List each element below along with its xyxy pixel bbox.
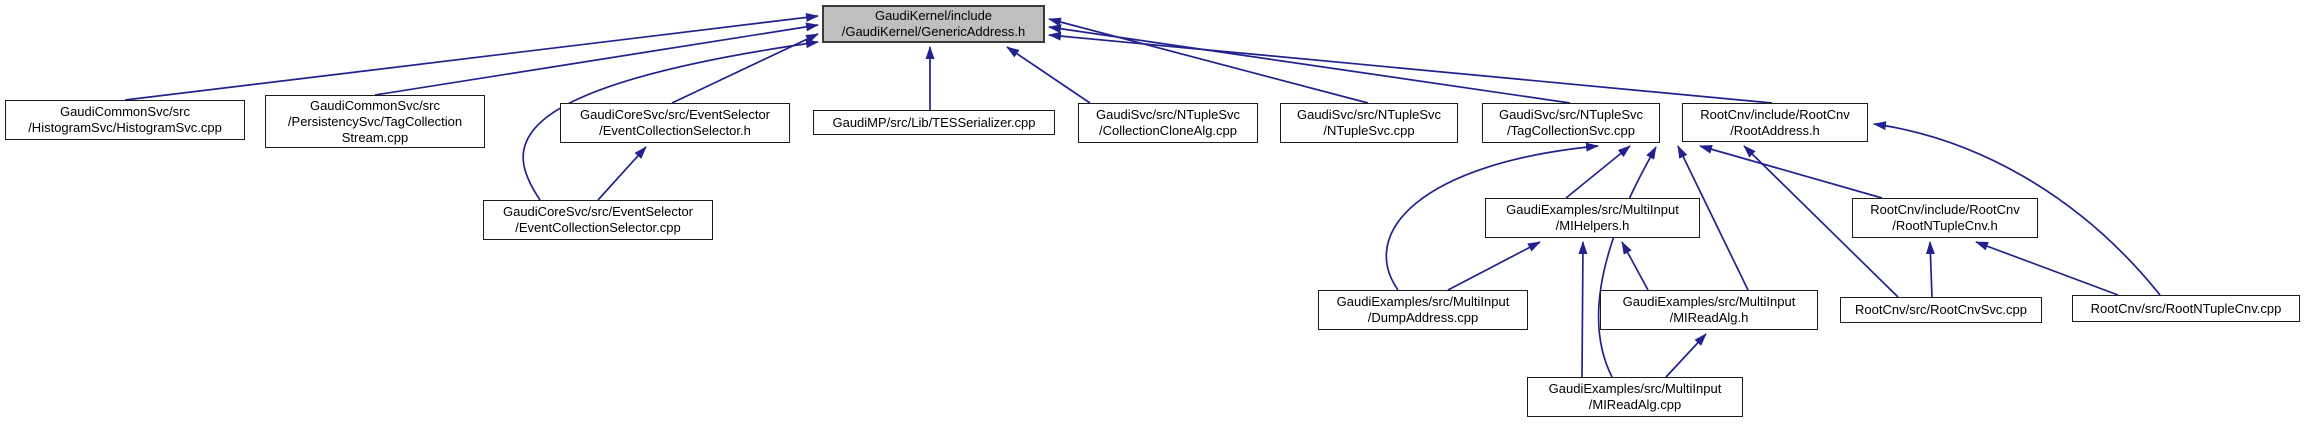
edge-mireadalg-h-to-rootaddr xyxy=(1677,145,1749,291)
node-collclone[interactable]: GaudiSvc/src/NTupleSvc/CollectionCloneAl… xyxy=(1078,103,1258,143)
node-tagcollsvc[interactable]: GaudiSvc/src/NTupleSvc/TagCollectionSvc.… xyxy=(1482,103,1660,143)
node-label-line: /MIHelpers.h xyxy=(1555,218,1630,233)
node-label-line: GaudiExamples/src/MultiInput xyxy=(1336,294,1510,309)
node-label-line: GaudiCommonSvc/src xyxy=(309,97,441,113)
node-label-line: GaudiExamples/src/MultiInput xyxy=(1622,294,1796,309)
node-label-line: GaudiMP/src/Lib/TESSerializer.cpp xyxy=(832,114,1036,130)
node-evcolsel-cpp[interactable]: GaudiCoreSvc/src/EventSelector/EventColl… xyxy=(483,200,713,240)
node-rootaddr[interactable]: RootCnv/include/RootCnv/RootAddress.h xyxy=(1682,103,1868,142)
edge-tagstream-to-generic xyxy=(374,22,819,96)
edge-mireadalg-cpp-to-rootaddr xyxy=(1597,146,1657,378)
node-evcolsel-h[interactable]: GaudiCoreSvc/src/EventSelector/EventColl… xyxy=(560,103,790,143)
edge-evcolsel-cpp-to-evcolsel-h xyxy=(597,146,647,201)
node-label-line: /MIReadAlg.cpp xyxy=(1588,397,1682,412)
node-rootntuple-cpp[interactable]: RootCnv/src/RootNTupleCnv.cpp xyxy=(2072,295,2300,322)
node-label-line: GaudiCoreSvc/src/EventSelector xyxy=(579,107,771,122)
node-label-line: /DumpAddress.cpp xyxy=(1367,310,1479,325)
node-label-line: /EventCollectionSelector.cpp xyxy=(515,220,681,235)
edge-rootntuple-cpp-to-rootaddr xyxy=(1873,121,2161,296)
edge-dumpaddr-to-rootaddr xyxy=(1385,142,1599,291)
node-label-line: /TagCollectionSvc.cpp xyxy=(1507,123,1635,138)
node-label-line: /HistogramSvc/HistogramSvc.cpp xyxy=(28,120,222,135)
edge-evcolsel-cpp-to-generic xyxy=(522,39,819,201)
edge-mireadalg-h-to-mihelpers xyxy=(1621,241,1649,291)
node-label-line: GaudiExamples/src/MultiInput xyxy=(1548,381,1722,396)
node-tagstream[interactable]: GaudiCommonSvc/src/PersistencySvc/TagCol… xyxy=(265,95,485,148)
node-label-line: GaudiCommonSvc/src xyxy=(59,104,191,119)
node-label-line: /GaudiKernel/GenericAddress.h xyxy=(841,24,1026,39)
node-label-line: GaudiExamples/src/MultiInput xyxy=(1506,202,1679,217)
node-mireadalg-h[interactable]: GaudiExamples/src/MultiInput/MIReadAlg.h xyxy=(1600,290,1818,330)
edge-rootcnvsvc-to-rootntuple-h xyxy=(1925,241,1935,298)
node-label-line: /MIReadAlg.h xyxy=(1669,310,1749,325)
edge-rootcnvsvc-to-rootaddr xyxy=(1743,145,1899,298)
edge-rootaddr-to-generic xyxy=(1048,31,1773,104)
node-label-line: /PersistencySvc/TagCollection xyxy=(287,113,463,129)
node-label-line: RootCnv/include/RootCnv xyxy=(1870,202,2020,217)
node-label-line: GaudiCoreSvc/src/EventSelector xyxy=(502,204,694,219)
node-dumpaddr[interactable]: GaudiExamples/src/MultiInput/DumpAddress… xyxy=(1318,290,1528,330)
node-label-line: RootCnv/src/RootNTupleCnv.cpp xyxy=(2090,300,2282,316)
node-label-line: /NTupleSvc.cpp xyxy=(1323,123,1415,138)
edge-mihelpers-to-rootaddr xyxy=(1565,145,1631,199)
node-label-line: /CollectionCloneAlg.cpp xyxy=(1098,123,1238,138)
edge-mireadalg-cpp-to-mireadalg-h xyxy=(1665,333,1707,378)
edge-tagcollsvc-to-generic xyxy=(1048,24,1571,104)
node-ntuplesvc[interactable]: GaudiSvc/src/NTupleSvc/NTupleSvc.cpp xyxy=(1280,103,1458,143)
node-histogram[interactable]: GaudiCommonSvc/src/HistogramSvc/Histogra… xyxy=(5,100,245,140)
node-label-line: RootCnv/include/RootCnv xyxy=(1700,106,1850,122)
node-label-line: RootCnv/src/RootCnvSvc.cpp xyxy=(1855,302,2027,317)
edge-rootntuple-cpp-to-rootntuple-h xyxy=(1975,241,2119,296)
node-tesserializer[interactable]: GaudiMP/src/Lib/TESSerializer.cpp xyxy=(813,110,1055,135)
edge-ntuplesvc-to-generic xyxy=(1048,17,1369,104)
node-label-line: /RootAddress.h xyxy=(1730,122,1820,138)
node-label-line: GaudiSvc/src/NTupleSvc xyxy=(1498,107,1643,122)
node-label-line: /EventCollectionSelector.h xyxy=(599,123,751,138)
node-mihelpers[interactable]: GaudiExamples/src/MultiInput/MIHelpers.h xyxy=(1485,198,1700,238)
node-label-line: GaudiSvc/src/NTupleSvc xyxy=(1296,107,1441,122)
node-generic[interactable]: GaudiKernel/include/GaudiKernel/GenericA… xyxy=(822,5,1045,43)
edge-mireadalg-cpp-to-mihelpers xyxy=(1578,241,1588,378)
edge-histogram-to-generic xyxy=(124,12,819,101)
node-label-line: GaudiKernel/include xyxy=(874,8,993,23)
edge-collclone-to-generic xyxy=(1006,46,1091,104)
edge-dumpaddr-to-mihelpers xyxy=(1447,241,1541,291)
node-rootntuple-h[interactable]: RootCnv/include/RootCnv/RootNTupleCnv.h xyxy=(1852,198,2038,238)
node-label-line: Stream.cpp xyxy=(341,129,409,145)
edge-rootntuple-h-to-rootaddr xyxy=(1699,144,1883,199)
node-label-line: /RootNTupleCnv.h xyxy=(1892,218,1998,233)
node-rootcnvsvc[interactable]: RootCnv/src/RootCnvSvc.cpp xyxy=(1840,297,2042,323)
node-mireadalg-cpp[interactable]: GaudiExamples/src/MultiInput/MIReadAlg.c… xyxy=(1527,377,1743,417)
node-label-line: GaudiSvc/src/NTupleSvc xyxy=(1095,107,1240,122)
